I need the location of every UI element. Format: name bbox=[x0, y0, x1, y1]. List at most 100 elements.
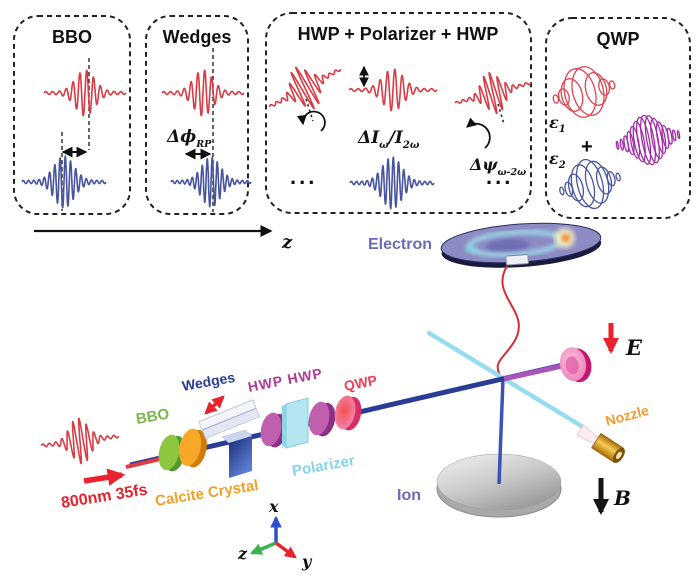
wave-packet-trace bbox=[349, 156, 435, 210]
helix-loop bbox=[559, 186, 565, 196]
helix-loop bbox=[632, 120, 646, 163]
nozzle-label: Nozzle bbox=[604, 402, 651, 429]
wedges-label: Wedges bbox=[181, 369, 237, 394]
dashed-box-border bbox=[545, 17, 691, 219]
vmi-image-pattern bbox=[464, 227, 575, 258]
box-title-bbo: BBO bbox=[52, 27, 92, 47]
electron-detector-disk bbox=[440, 222, 602, 268]
magenta-beam-segment bbox=[503, 363, 563, 382]
red-circular-polarization-helix bbox=[552, 66, 616, 118]
box-title-wedges: Wedges bbox=[163, 27, 232, 47]
ellipsis-dots: ... bbox=[290, 164, 317, 189]
focusing-mirror-disk bbox=[559, 347, 592, 383]
helix-loop bbox=[615, 172, 621, 182]
calcite-label: Calcite Crystal bbox=[154, 477, 260, 510]
stage-box-hwp-polarizer-hwp: HWP + Polarizer + HWP ΔIω/I2ω ... Δψω-2ω… bbox=[265, 12, 532, 214]
stage-box-qwp: QWP ε1 + ε2 bbox=[545, 17, 691, 219]
helix-loop bbox=[636, 116, 652, 165]
z-arrow-label: z bbox=[281, 232, 293, 253]
helix-loop bbox=[575, 158, 605, 210]
dashed-box-border bbox=[265, 12, 532, 214]
wave-packet-trace bbox=[454, 71, 532, 115]
tilt-dashed-mark bbox=[497, 103, 505, 125]
helix-loop bbox=[626, 130, 635, 156]
ion-beam-vertical bbox=[497, 378, 505, 485]
helix-loop bbox=[640, 114, 656, 166]
hwp-label: HWP HWP bbox=[247, 365, 325, 395]
helix-loop bbox=[650, 117, 664, 160]
detector-connector bbox=[505, 254, 529, 266]
helix-loop bbox=[563, 68, 597, 118]
stage-box-wedges: Wedges ΔϕRP bbox=[145, 15, 252, 215]
pulse-duration-label: 800nm 35fs bbox=[60, 482, 149, 512]
helix-loop bbox=[571, 66, 605, 116]
wedge-translation-arrow bbox=[204, 395, 225, 415]
tilted-red-wave-packet bbox=[454, 71, 532, 115]
blue-wave-packet bbox=[170, 156, 252, 208]
gas-nozzle bbox=[576, 424, 625, 464]
wedge-pair bbox=[198, 399, 261, 440]
input-pulse-packet bbox=[40, 417, 120, 465]
wave-packet-trace bbox=[40, 417, 120, 465]
rotation-curved-arrow bbox=[296, 110, 326, 132]
rotation-curved-arrow bbox=[466, 117, 491, 149]
orange-crystal-disk bbox=[179, 428, 207, 468]
tilted-red-wave-packet bbox=[268, 66, 342, 110]
signal-wire bbox=[496, 265, 520, 380]
y-axis-label: y bbox=[301, 552, 313, 571]
propagation-arrow bbox=[83, 468, 126, 486]
epsilon1-label: ε1 bbox=[549, 113, 566, 135]
qwp-label: QWP bbox=[343, 372, 379, 394]
bbo-label: BBO bbox=[135, 405, 171, 428]
helix-loop bbox=[595, 166, 613, 195]
qwp-disk bbox=[334, 395, 362, 431]
purple-combined-helix bbox=[615, 114, 681, 166]
helix-loop bbox=[619, 138, 625, 151]
epsilon2-label: ε2 bbox=[549, 149, 566, 171]
plus-sign: + bbox=[581, 136, 593, 158]
calcite-crystal bbox=[221, 429, 253, 478]
helix-loop bbox=[552, 94, 560, 104]
polarizer-label: Polarizer bbox=[291, 452, 357, 480]
wave-packet-trace bbox=[21, 155, 107, 209]
intensity-ratio-label: ΔIω/I2ω bbox=[357, 128, 420, 151]
helix-loop bbox=[666, 127, 673, 145]
wave-packet-trace bbox=[268, 66, 342, 110]
phase-label: ΔϕRP bbox=[166, 127, 212, 150]
box-title-hwp: HWP + Polarizer + HWP bbox=[298, 24, 499, 44]
red-wave-packet bbox=[348, 68, 438, 112]
helix-loop bbox=[584, 72, 608, 106]
hwp2-disk bbox=[308, 401, 336, 437]
helix-loop bbox=[567, 173, 585, 202]
tilt-dashed-mark bbox=[305, 98, 314, 122]
psi-label: Δψω-2ω bbox=[469, 155, 526, 178]
blue-wave-packet bbox=[21, 155, 107, 209]
coordinate-axes: x z y bbox=[237, 497, 313, 571]
wave-packet-trace bbox=[161, 69, 245, 117]
red-wave-packet bbox=[161, 69, 245, 117]
helix-loop bbox=[598, 78, 611, 96]
polarizer-plate bbox=[282, 397, 309, 449]
red-wave-packet bbox=[43, 69, 127, 117]
helix-loop bbox=[615, 140, 620, 150]
helix-loop bbox=[676, 130, 681, 140]
helix-loop bbox=[671, 129, 677, 142]
z-axis-label: z bbox=[237, 544, 248, 563]
e-field-label: E bbox=[625, 335, 643, 360]
wave-packet-trace bbox=[348, 68, 438, 112]
blue-circular-polarization-helix bbox=[559, 158, 621, 210]
blue-wave-packet bbox=[349, 156, 435, 210]
y-axis-arrow bbox=[274, 541, 297, 559]
helix-loop bbox=[606, 171, 616, 187]
b-field-label: B bbox=[613, 486, 631, 510]
helix-loop bbox=[655, 121, 667, 155]
helix-loop bbox=[608, 80, 616, 90]
ion-label: Ion bbox=[397, 487, 421, 504]
z-axis-arrow bbox=[249, 541, 277, 555]
wave-packet-trace bbox=[43, 69, 127, 117]
ellipsis-dots: ... bbox=[486, 164, 513, 189]
electron-label: Electron bbox=[368, 236, 432, 253]
wave-packet-trace bbox=[170, 156, 252, 208]
